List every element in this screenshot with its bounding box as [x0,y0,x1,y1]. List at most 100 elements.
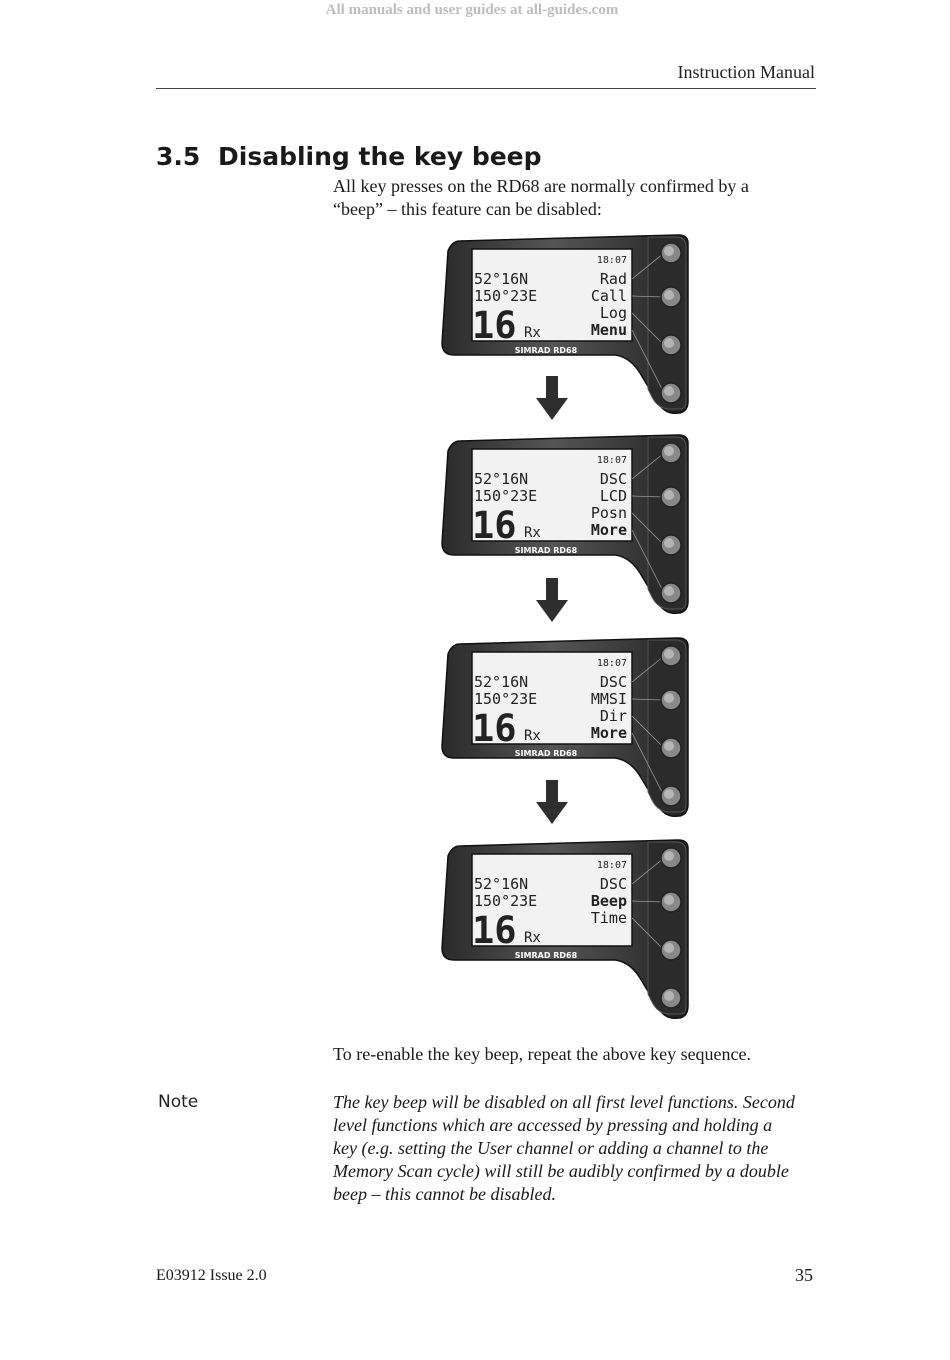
leader-line [631,715,665,749]
leader-line [631,452,665,480]
lcd-menu-item: Posn [591,504,627,522]
key-highlight [664,943,674,953]
note-line: The key beep will be disabled on all fir… [333,1092,795,1112]
lcd-mode: Rx [524,525,541,541]
lcd-channel: 16 [472,707,517,750]
lcd-time: 18:07 [597,658,627,669]
lcd-screen [471,248,633,342]
lcd-menu-item: Menu [591,321,627,339]
lcd-channel: 16 [472,504,517,547]
running-header: Instruction Manual [677,62,815,82]
lcd-longitude: 150°23E [474,690,537,708]
lcd-menu-item: More [591,724,627,742]
leader-line [631,698,665,701]
leader-line [631,529,665,594]
lcd-latitude: 52°16N [474,673,528,691]
lcd-menu-item: Time [591,909,627,927]
key-highlight [664,290,674,300]
key-highlight [664,586,674,596]
note-line: Memory Scan cycle) will still be audibly… [333,1161,789,1181]
leader-line [631,732,665,797]
note-line: beep – this cannot be disabled. [333,1184,556,1204]
lcd-menu-item: DSC [600,673,627,691]
key-highlight [664,693,674,703]
key-highlight [664,789,674,799]
key-column [647,841,687,1015]
section-number: 3.5 [156,142,201,171]
lcd-menu-item: Dir [600,707,627,725]
lcd-longitude: 150°23E [474,487,537,505]
lcd-latitude: 52°16N [474,270,528,288]
leader-line [631,857,665,885]
key-column [647,639,687,813]
lcd-screen [471,651,633,745]
lcd-menu-item: LCD [600,487,627,505]
intro-line: “beep” – this feature can be disabled: [333,199,602,219]
note-label: Note [158,1092,199,1112]
key-column [647,236,687,410]
page-number: 35 [795,1265,813,1285]
watermark: All manuals and user guides at all-guide… [325,2,619,18]
document-id: E03912 Issue 2.0 [156,1267,267,1284]
lcd-menu-item: DSC [600,875,627,893]
reenable-instruction: To re-enable the key beep, repeat the ab… [333,1044,752,1064]
lcd-time: 18:07 [597,455,627,466]
lcd-menu-item: DSC [600,470,627,488]
leader-line [631,329,665,394]
leader-line [631,655,665,683]
lcd-latitude: 52°16N [474,875,528,893]
key-highlight [664,446,674,456]
note-line: level functions which are accessed by pr… [333,1115,773,1135]
key-highlight [664,490,674,500]
down-arrow-icon [536,780,568,824]
leader-line [631,312,665,346]
lcd-mode: Rx [524,930,541,946]
lcd-menu-item: Call [591,287,627,305]
down-arrow-icon [536,376,568,420]
note-line: key (e.g. setting the User channel or ad… [333,1138,769,1158]
key-highlight [664,338,674,348]
lcd-mode: Rx [524,325,541,341]
lcd-mode: Rx [524,728,541,744]
key-highlight [664,538,674,548]
intro-line: All key presses on the RD68 are normally… [333,176,749,196]
brand-label: SIMRAD RD68 [515,546,578,555]
key-highlight [664,741,674,751]
lcd-channel: 16 [472,909,517,952]
key-highlight [664,386,674,396]
leader-line [631,512,665,546]
lcd-longitude: 150°23E [474,892,537,910]
key-highlight [664,991,674,1001]
section-heading: 3.5 Disabling the key beep [156,142,542,171]
leader-line [631,900,665,903]
key-highlight [664,246,674,256]
lcd-menu-item: More [591,521,627,539]
header-divider [156,88,816,89]
down-arrow-icon [536,578,568,622]
lcd-screen [471,448,633,542]
lcd-time: 18:07 [597,255,627,266]
brand-label: SIMRAD RD68 [515,749,578,758]
leader-line [631,295,665,298]
key-highlight [664,895,674,905]
key-column [647,436,687,610]
lcd-channel: 16 [472,304,517,347]
key-highlight [664,851,674,861]
lcd-menu-item: Beep [591,892,627,910]
lcd-longitude: 150°23E [474,287,537,305]
leader-line [631,252,665,280]
lcd-menu-item: Rad [600,270,627,288]
intro-paragraph: All key presses on the RD68 are normally… [333,175,803,221]
brand-label: SIMRAD RD68 [515,951,578,960]
lcd-time: 18:07 [597,860,627,871]
section-title: Disabling the key beep [218,142,542,171]
key-highlight [664,649,674,659]
leader-line [631,917,665,951]
brand-label: SIMRAD RD68 [515,346,578,355]
lcd-screen [471,853,633,947]
lcd-menu-item: Log [600,304,627,322]
